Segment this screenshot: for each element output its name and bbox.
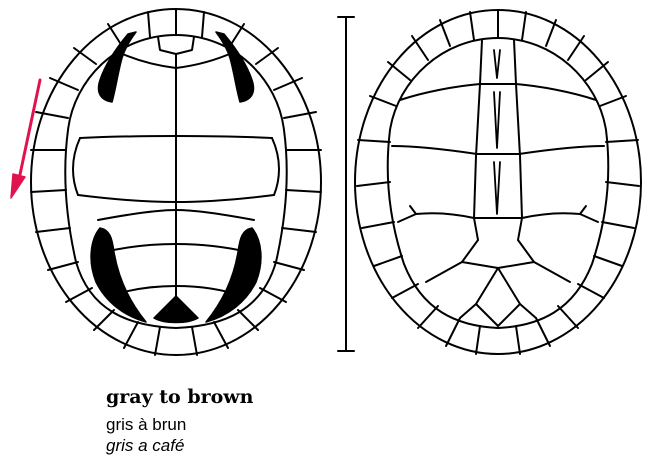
- carapace-top-view: [31, 9, 321, 355]
- scale-bar: [338, 17, 354, 351]
- caption-english: gray to brown: [106, 386, 253, 408]
- caption-spanish: gris a café: [106, 436, 184, 456]
- plastron-bottom-view: [355, 10, 641, 354]
- caption-french: gris à brun: [106, 415, 186, 435]
- shell-illustration: [0, 0, 651, 370]
